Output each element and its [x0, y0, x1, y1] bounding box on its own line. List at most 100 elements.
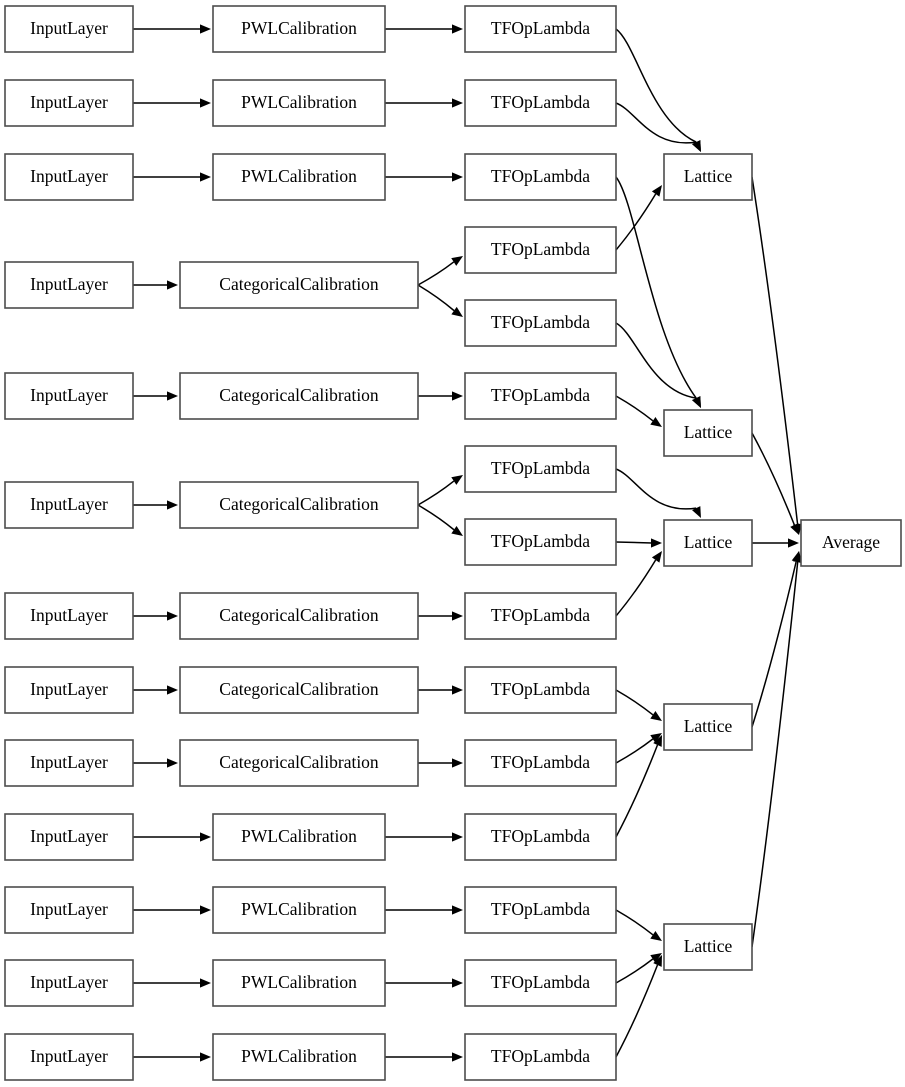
node-label: PWLCalibration: [241, 18, 357, 38]
node-tfoplambda-op4[interactable]: TFOpLambda: [464, 226, 617, 274]
node-tfoplambda-op10[interactable]: TFOpLambda: [464, 666, 617, 714]
node-label: TFOpLambda: [491, 92, 590, 112]
node-box[interactable]: [179, 739, 419, 787]
node-box[interactable]: [464, 372, 617, 420]
node-pwlcalibration-cal11[interactable]: PWLCalibration: [212, 886, 386, 934]
node-box[interactable]: [212, 959, 386, 1007]
node-box[interactable]: [179, 261, 419, 309]
node-box[interactable]: [663, 703, 753, 751]
node-box[interactable]: [663, 519, 753, 567]
node-categoricalcalibration-cal4[interactable]: CategoricalCalibration: [179, 261, 419, 309]
node-inputlayer-in13[interactable]: InputLayer: [4, 1033, 134, 1081]
edge-cal3-to-op3: [385, 172, 463, 182]
node-average-avg[interactable]: Average: [800, 519, 902, 567]
node-pwlcalibration-cal2[interactable]: PWLCalibration: [212, 79, 386, 127]
node-box[interactable]: [179, 372, 419, 420]
node-box[interactable]: [663, 923, 753, 971]
node-tfoplambda-op5[interactable]: TFOpLambda: [464, 299, 617, 347]
node-box[interactable]: [464, 1033, 617, 1081]
node-inputlayer-in3[interactable]: InputLayer: [4, 153, 134, 201]
node-box[interactable]: [464, 153, 617, 201]
node-lattice-lat3[interactable]: Lattice: [663, 519, 753, 567]
node-inputlayer-in4[interactable]: InputLayer: [4, 261, 134, 309]
node-inputlayer-in10[interactable]: InputLayer: [4, 813, 134, 861]
node-lattice-lat1[interactable]: Lattice: [663, 153, 753, 201]
node-box[interactable]: [464, 299, 617, 347]
node-box[interactable]: [4, 261, 134, 309]
node-pwlcalibration-cal13[interactable]: PWLCalibration: [212, 1033, 386, 1081]
node-categoricalcalibration-cal6[interactable]: CategoricalCalibration: [179, 481, 419, 529]
node-box[interactable]: [4, 886, 134, 934]
node-lattice-lat5[interactable]: Lattice: [663, 923, 753, 971]
node-box[interactable]: [464, 739, 617, 787]
node-pwlcalibration-cal3[interactable]: PWLCalibration: [212, 153, 386, 201]
node-categoricalcalibration-cal5[interactable]: CategoricalCalibration: [179, 372, 419, 420]
node-inputlayer-in8[interactable]: InputLayer: [4, 666, 134, 714]
node-tfoplambda-op3[interactable]: TFOpLambda: [464, 153, 617, 201]
node-box[interactable]: [464, 592, 617, 640]
node-lattice-lat4[interactable]: Lattice: [663, 703, 753, 751]
node-box[interactable]: [179, 481, 419, 529]
node-box[interactable]: [4, 79, 134, 127]
node-box[interactable]: [212, 153, 386, 201]
node-categoricalcalibration-cal7[interactable]: CategoricalCalibration: [179, 592, 419, 640]
node-box[interactable]: [4, 1033, 134, 1081]
node-tfoplambda-op9[interactable]: TFOpLambda: [464, 592, 617, 640]
node-box[interactable]: [4, 739, 134, 787]
node-box[interactable]: [4, 481, 134, 529]
node-pwlcalibration-cal12[interactable]: PWLCalibration: [212, 959, 386, 1007]
node-box[interactable]: [464, 445, 617, 493]
node-box[interactable]: [663, 409, 753, 457]
node-inputlayer-in2[interactable]: InputLayer: [4, 79, 134, 127]
node-tfoplambda-op13[interactable]: TFOpLambda: [464, 886, 617, 934]
node-box[interactable]: [4, 959, 134, 1007]
node-inputlayer-in6[interactable]: InputLayer: [4, 481, 134, 529]
node-inputlayer-in1[interactable]: InputLayer: [4, 5, 134, 53]
node-box[interactable]: [464, 886, 617, 934]
node-box[interactable]: [4, 592, 134, 640]
node-box[interactable]: [4, 372, 134, 420]
node-inputlayer-in12[interactable]: InputLayer: [4, 959, 134, 1007]
node-box[interactable]: [179, 592, 419, 640]
node-box[interactable]: [464, 666, 617, 714]
node-tfoplambda-op11[interactable]: TFOpLambda: [464, 739, 617, 787]
node-categoricalcalibration-cal8[interactable]: CategoricalCalibration: [179, 666, 419, 714]
node-tfoplambda-op15[interactable]: TFOpLambda: [464, 1033, 617, 1081]
node-lattice-lat2[interactable]: Lattice: [663, 409, 753, 457]
node-box[interactable]: [663, 153, 753, 201]
node-box[interactable]: [179, 666, 419, 714]
node-label: InputLayer: [30, 899, 108, 919]
node-box[interactable]: [212, 5, 386, 53]
node-box[interactable]: [464, 5, 617, 53]
edge-lat3-to-avg: [752, 538, 799, 548]
node-inputlayer-in5[interactable]: InputLayer: [4, 372, 134, 420]
node-box[interactable]: [212, 1033, 386, 1081]
node-box[interactable]: [212, 813, 386, 861]
node-box[interactable]: [464, 518, 617, 566]
node-box[interactable]: [4, 153, 134, 201]
node-categoricalcalibration-cal9[interactable]: CategoricalCalibration: [179, 739, 419, 787]
node-tfoplambda-op12[interactable]: TFOpLambda: [464, 813, 617, 861]
node-box[interactable]: [800, 519, 902, 567]
node-tfoplambda-op8[interactable]: TFOpLambda: [464, 518, 617, 566]
node-tfoplambda-op14[interactable]: TFOpLambda: [464, 959, 617, 1007]
node-inputlayer-in7[interactable]: InputLayer: [4, 592, 134, 640]
node-box[interactable]: [212, 886, 386, 934]
node-tfoplambda-op2[interactable]: TFOpLambda: [464, 79, 617, 127]
node-inputlayer-in9[interactable]: InputLayer: [4, 739, 134, 787]
node-inputlayer-in11[interactable]: InputLayer: [4, 886, 134, 934]
node-tfoplambda-op1[interactable]: TFOpLambda: [464, 5, 617, 53]
node-box[interactable]: [4, 666, 134, 714]
node-box[interactable]: [4, 5, 134, 53]
node-box[interactable]: [464, 813, 617, 861]
node-tfoplambda-op6[interactable]: TFOpLambda: [464, 372, 617, 420]
node-box[interactable]: [212, 79, 386, 127]
node-box[interactable]: [4, 813, 134, 861]
node-box[interactable]: [464, 959, 617, 1007]
node-tfoplambda-op7[interactable]: TFOpLambda: [464, 445, 617, 493]
node-box[interactable]: [464, 226, 617, 274]
node-pwlcalibration-cal10[interactable]: PWLCalibration: [212, 813, 386, 861]
node-box[interactable]: [464, 79, 617, 127]
node-pwlcalibration-cal1[interactable]: PWLCalibration: [212, 5, 386, 53]
